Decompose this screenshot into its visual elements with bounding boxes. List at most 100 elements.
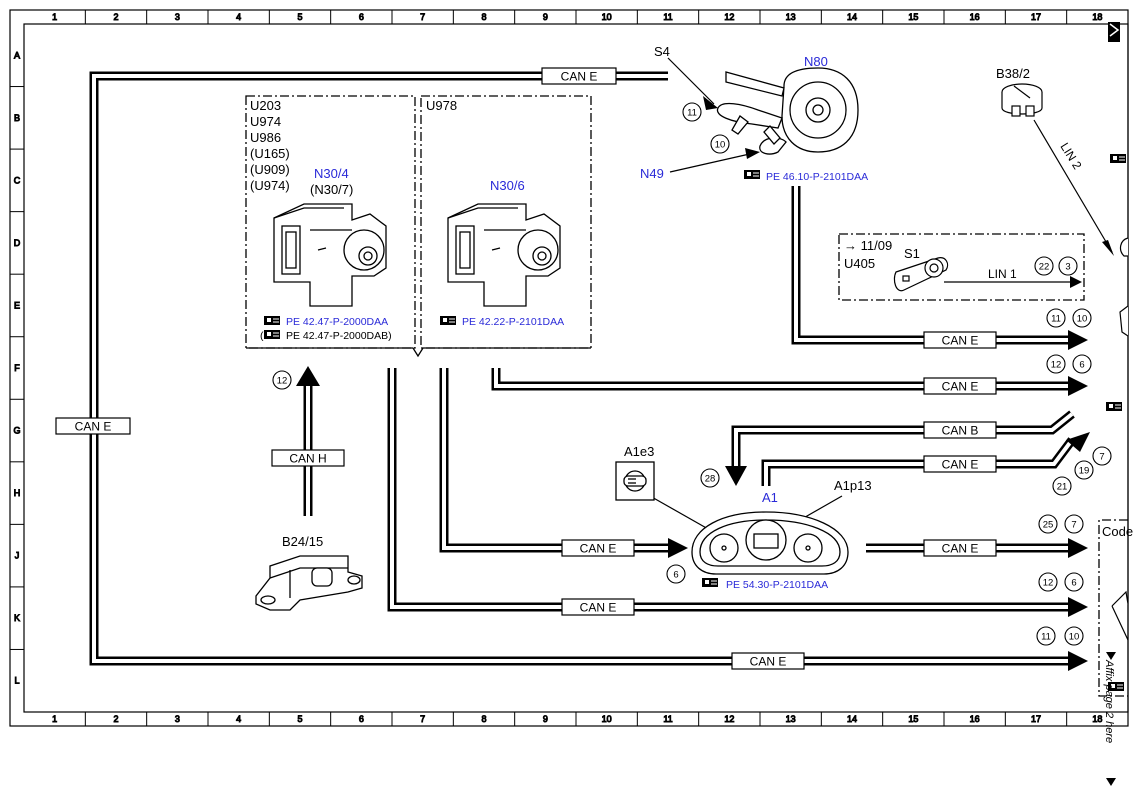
- grid-row-label: B: [14, 113, 20, 123]
- switch-s1-drawing: [893, 257, 949, 292]
- pin-circle: 6: [1064, 572, 1084, 592]
- svg-text:CAN E: CAN E: [750, 655, 787, 669]
- grid-column-label: 8: [481, 714, 486, 724]
- grid-row-label: K: [14, 613, 20, 623]
- grid-row-label: L: [14, 676, 19, 686]
- svg-text:CAN E: CAN E: [942, 334, 979, 348]
- svg-text:CAN E: CAN E: [580, 601, 617, 615]
- grid-column-label: 14: [847, 12, 857, 22]
- pin-circle: 6: [1072, 354, 1092, 374]
- svg-text:21: 21: [1057, 482, 1068, 493]
- svg-text:6: 6: [673, 570, 678, 581]
- grid-column-label: 13: [786, 714, 796, 724]
- ref-n30-4-b: PE 42.47-P-2000DAB): [286, 330, 392, 342]
- wire-core: [92, 74, 1070, 663]
- grid-row-label: G: [13, 426, 20, 436]
- arrow-head-icon: [1102, 240, 1114, 256]
- grid-column-label: 14: [847, 714, 857, 724]
- arrow-heads: [296, 276, 1090, 671]
- arrow-head-icon: [745, 148, 760, 159]
- grid-column-label: 6: [359, 714, 364, 724]
- pin-circle: 28: [700, 468, 720, 488]
- reference-hand-icon: [1106, 402, 1122, 411]
- reference-texts: PE 46.10-P-2101DAA PE 42.47-P-2000DAA ( …: [260, 171, 868, 591]
- label-u978: U978: [426, 98, 457, 113]
- code-label: Code: [1102, 524, 1133, 539]
- pin-circle: 10: [1072, 308, 1092, 328]
- grid-column-label: 10: [602, 12, 612, 22]
- grid-column-label: 18: [1092, 714, 1102, 724]
- corner-tab-icon: [1108, 22, 1120, 42]
- svg-text:10: 10: [715, 140, 726, 151]
- wire-layer: [89, 71, 1076, 666]
- grid-column-label: 5: [297, 714, 302, 724]
- svg-text:22: 22: [1039, 262, 1050, 273]
- grid-column-label: 17: [1031, 12, 1041, 22]
- pin-circle: 12: [272, 370, 292, 390]
- arrow-head-icon: [703, 96, 718, 110]
- reference-hand-icon: [264, 330, 280, 339]
- grid-column-label: 17: [1031, 714, 1041, 724]
- yaw-sensor-b24-15-drawing: [255, 555, 363, 611]
- svg-text:CAN H: CAN H: [289, 452, 326, 466]
- ref-n80: PE 46.10-P-2101DAA: [766, 171, 868, 183]
- wire-core: [494, 368, 1070, 388]
- label-b24-15: B24/15: [282, 534, 323, 549]
- svg-text:11: 11: [687, 108, 697, 119]
- pin-circle: 7: [1064, 514, 1084, 534]
- indicator-lamp-a1e3-drawing: [615, 461, 655, 501]
- svg-text:7: 7: [1099, 452, 1104, 463]
- bus-label-can-h: CAN H: [271, 449, 345, 467]
- grid-row-label: E: [14, 300, 20, 310]
- grid-column-label: 11: [663, 714, 672, 724]
- grid-column-label: 18: [1092, 12, 1102, 22]
- grid-column-label: 3: [175, 714, 180, 724]
- pin-circle: 19: [1074, 460, 1094, 480]
- grid-ruler: 1122334455667788991010111112121313141415…: [10, 10, 1103, 726]
- arrow-head-icon: [1068, 376, 1088, 396]
- s1-variant-code: U405: [844, 256, 875, 271]
- arrow-head-icon: [668, 538, 688, 558]
- bus-label-can-e: CAN E: [55, 417, 131, 435]
- ref-a1: PE 54.30-P-2101DAA: [726, 579, 828, 591]
- label-b38-2: B38/2: [996, 66, 1030, 81]
- instrument-cluster-drawing: [691, 511, 849, 575]
- svg-text:CAN E: CAN E: [561, 70, 598, 84]
- reference-icons: [264, 154, 1126, 691]
- grid-column-label: 12: [724, 714, 734, 724]
- grid-column-label: 7: [420, 12, 425, 22]
- grid-row-label: J: [15, 551, 20, 561]
- svg-text:12: 12: [1051, 360, 1062, 371]
- label-a1p13: A1p13: [834, 478, 872, 493]
- steering-module-drawing: [716, 67, 859, 155]
- reference-hand-icon: [440, 316, 456, 325]
- arrow-head-icon: [296, 366, 320, 386]
- pin-circle: 11: [1046, 308, 1066, 328]
- bus-label-can-e: CAN E: [541, 67, 617, 85]
- ref-n30-4-a: PE 42.47-P-2000DAA: [286, 316, 388, 328]
- variant-code: (U165): [250, 146, 290, 161]
- pin-circle: 7: [1092, 446, 1112, 466]
- variant-code: (U974): [250, 178, 290, 193]
- grid-column-label: 8: [481, 12, 486, 22]
- grid-row-label: F: [14, 363, 20, 373]
- grid-column-label: 15: [908, 12, 918, 22]
- grid-column-label: 4: [236, 12, 241, 22]
- grid-row-label: C: [14, 175, 21, 185]
- grid-column-label: 16: [970, 714, 980, 724]
- grid-column-label: 6: [359, 12, 364, 22]
- svg-text:CAN E: CAN E: [942, 380, 979, 394]
- label-n49: N49: [640, 166, 664, 181]
- wire-core: [764, 438, 1074, 486]
- pin-circle: 11: [682, 102, 702, 122]
- ref-n30-6: PE 42.22-P-2101DAA: [462, 316, 564, 328]
- label-a1: A1: [762, 490, 778, 505]
- svg-text:CAN E: CAN E: [580, 542, 617, 556]
- wire-outline: [89, 71, 1070, 666]
- reference-hand-icon: [702, 578, 718, 587]
- right-edge-connectors: [1111, 237, 1129, 641]
- arrow-head-icon: [1066, 432, 1090, 452]
- wire-core: [734, 412, 1074, 470]
